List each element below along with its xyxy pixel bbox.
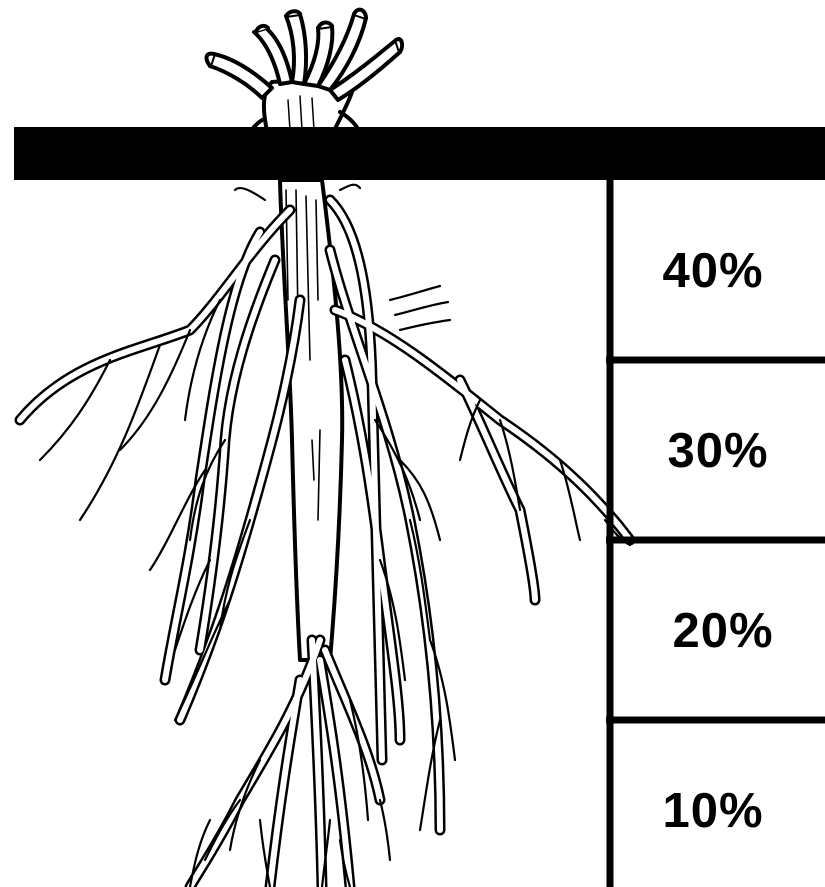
zone-label-20: 20% xyxy=(620,603,825,659)
zone-label-10: 10% xyxy=(610,783,816,839)
zone-label-40: 40% xyxy=(610,243,816,299)
plant-crown xyxy=(207,10,403,135)
soil-surface-bar xyxy=(14,127,825,180)
zone-label-30: 30% xyxy=(615,423,821,479)
